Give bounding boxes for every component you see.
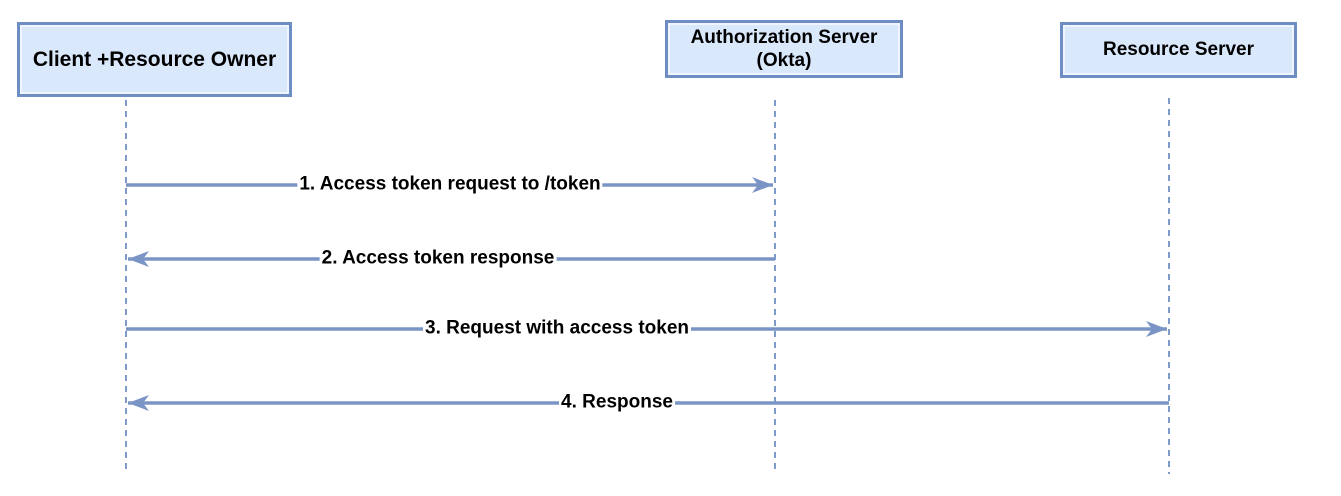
message-label-4: 4. Response [559,391,675,414]
message-label-3: 3. Request with access token [423,317,691,340]
actor-box-client: Client +Resource Owner [17,22,292,97]
actor-box-auth-server: Authorization Server (Okta) [665,20,903,78]
message-label-1: 1. Access token request to /token [297,173,603,196]
message-label-2: 2. Access token response [319,247,557,270]
actor-box-resource-server: Resource Server [1060,22,1297,78]
